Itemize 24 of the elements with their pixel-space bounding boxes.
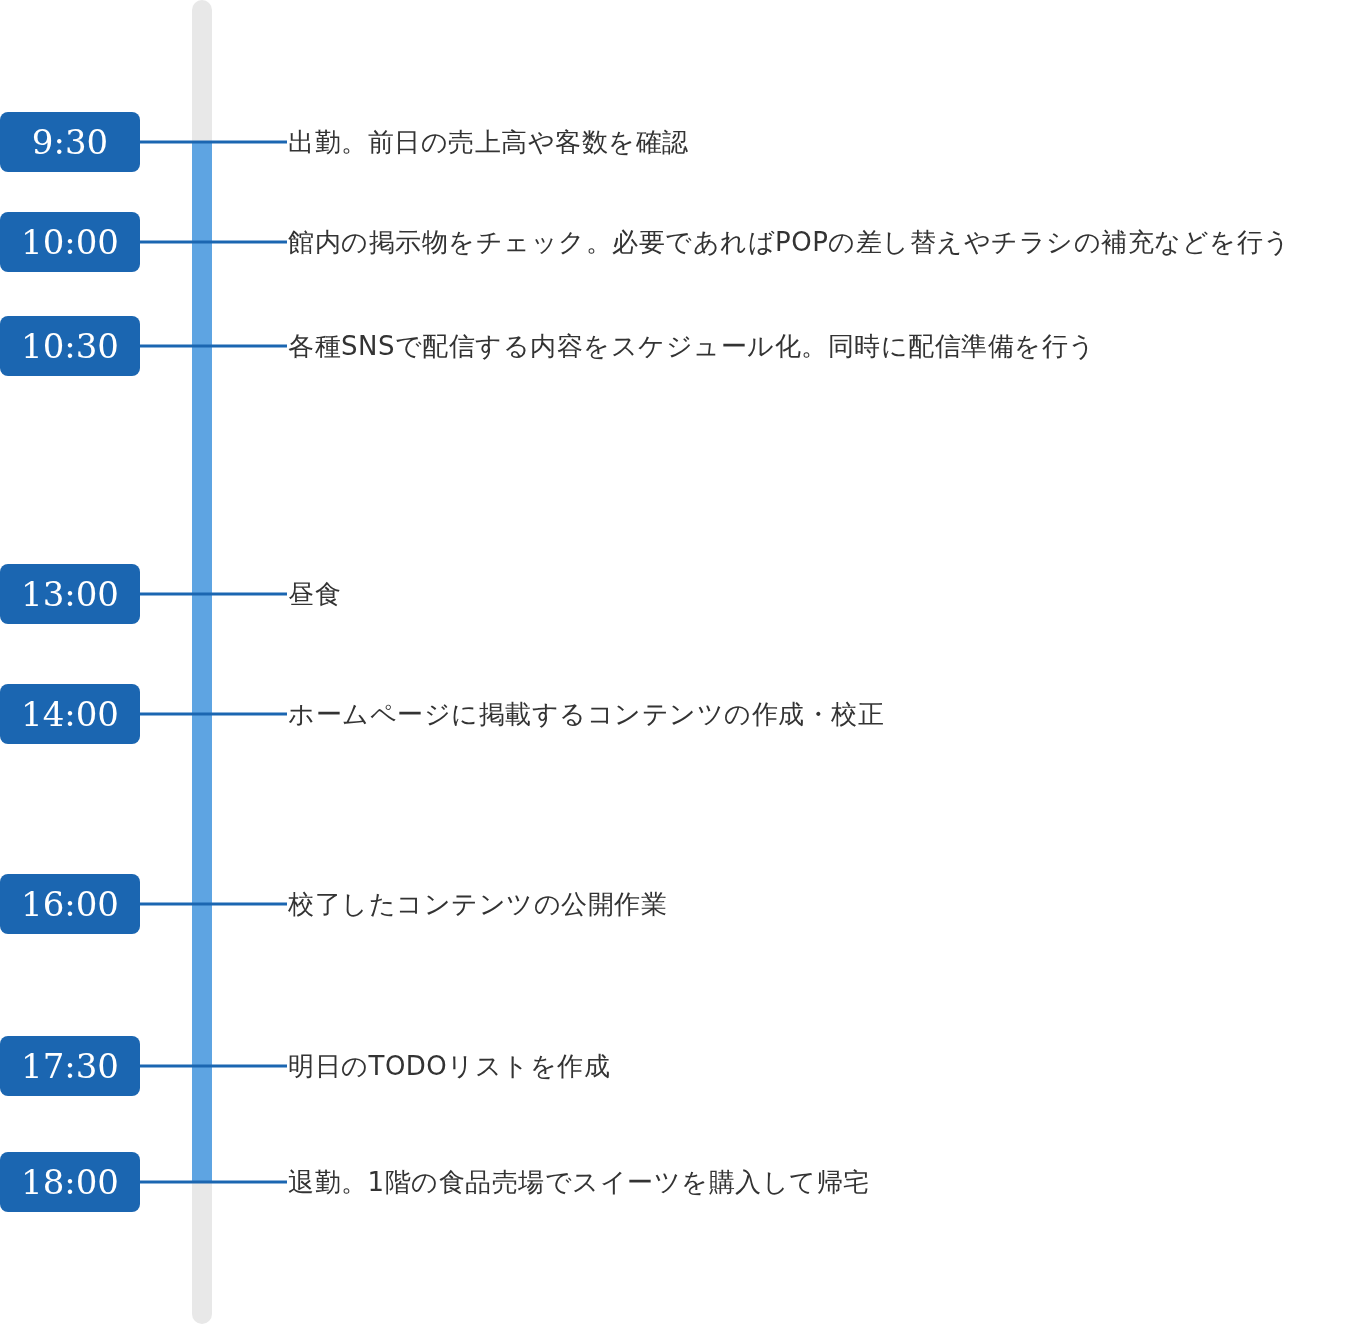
time-badge: 14:00	[0, 684, 140, 744]
activity-text: ホームページに掲載するコンテンツの作成・校正	[288, 697, 884, 731]
time-badge: 13:00	[0, 564, 140, 624]
time-badge: 16:00	[0, 874, 140, 934]
activity-text: 明日のTODOリストを作成	[288, 1049, 611, 1083]
connector-line	[140, 140, 287, 144]
connector-line	[140, 712, 287, 716]
activity-text: 各種SNSで配信する内容をスケジュール化。同時に配信準備を行う	[288, 329, 1096, 363]
time-badge: 17:30	[0, 1036, 140, 1096]
activity-text: 館内の掲示物をチェック。必要であればPOPの差し替えやチラシの補充などを行う	[288, 225, 1291, 259]
connector-line	[140, 240, 287, 244]
connector-line	[140, 344, 287, 348]
activity-text: 昼食	[288, 577, 341, 611]
connector-line	[140, 902, 287, 906]
connector-line	[140, 1064, 287, 1068]
time-badge: 10:30	[0, 316, 140, 376]
time-badge: 10:00	[0, 212, 140, 272]
activity-text: 退勤。1階の食品売場でスイーツを購入して帰宅	[288, 1165, 870, 1199]
connector-line	[140, 1180, 287, 1184]
activity-text: 校了したコンテンツの公開作業	[288, 887, 667, 921]
time-badge: 9:30	[0, 112, 140, 172]
activity-text: 出勤。前日の売上高や客数を確認	[288, 125, 689, 159]
connector-line	[140, 592, 287, 596]
time-badge: 18:00	[0, 1152, 140, 1212]
